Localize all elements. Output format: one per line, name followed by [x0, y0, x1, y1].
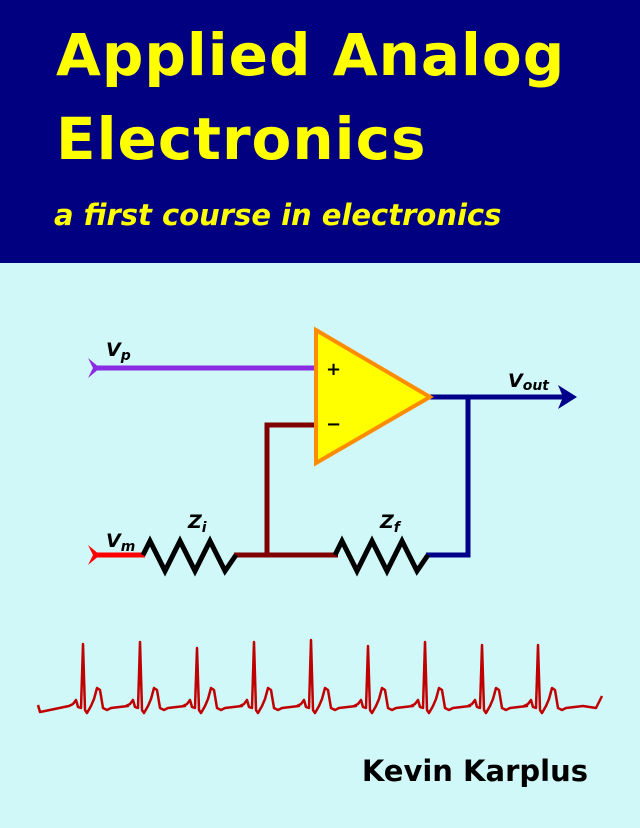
subtitle: a first course in electronics	[54, 198, 502, 232]
vp-label: Vp	[106, 339, 131, 364]
title-line-2: Electronics	[56, 105, 427, 173]
author-name: Kevin Karplus	[361, 754, 588, 788]
feedback-wire	[426, 397, 471, 558]
zi-label: Zi	[187, 511, 207, 536]
title-line-1: Applied Analog	[56, 21, 566, 89]
opamp-circuit: + − Vp Vm Vout Zi Zf	[88, 326, 577, 577]
illustration: + − Vp Vm Vout Zi Zf	[36, 326, 604, 715]
zf-resistor-icon	[332, 535, 431, 577]
zi-resistor-icon	[140, 535, 239, 577]
ecg-waveform	[36, 638, 604, 715]
inverting-feedback-wire	[264, 422, 316, 555]
zf-label: Zf	[379, 511, 402, 536]
vout-arrow-icon	[558, 385, 577, 409]
vout-label: Vout	[508, 370, 550, 394]
vm-label: Vm	[106, 530, 135, 555]
title-banner: Applied Analog Electronics a first cours…	[0, 0, 640, 263]
plus-label: +	[326, 359, 341, 380]
vp-arrow-icon	[88, 358, 100, 378]
vm-arrow-icon	[88, 545, 100, 565]
opamp-triangle-icon	[314, 326, 434, 467]
minus-label: −	[326, 414, 341, 435]
